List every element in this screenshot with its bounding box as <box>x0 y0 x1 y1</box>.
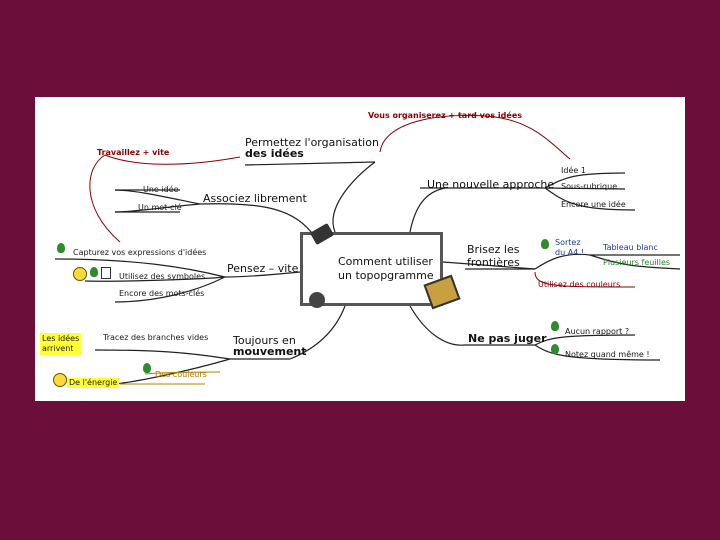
sortez-line-2: du A4 ! <box>555 248 585 257</box>
smiley-icon <box>73 267 87 281</box>
permettez-label[interactable]: Permettez l'organisation des idées <box>245 137 379 159</box>
lightbulb-icon <box>90 267 98 277</box>
brisez-line-1: Brisez les <box>467 243 520 256</box>
underline-permettez <box>244 161 376 166</box>
lightbulb-icon <box>551 344 559 354</box>
encore-idee-label: Encore une idée <box>561 200 626 209</box>
encore-mots-label: Encore des mots-clés <box>119 289 205 298</box>
branch-lines <box>54 114 681 385</box>
brisez-label[interactable]: Brisez les frontières <box>467 243 520 269</box>
branch-center-top <box>332 161 376 233</box>
pensez-label[interactable]: Pensez – vite <box>227 262 299 275</box>
branch-nouvelle <box>409 187 446 233</box>
toujours-line-1: Toujours en <box>233 334 296 347</box>
notez-label: Notez quand même ! <box>565 350 650 359</box>
gear-icon <box>309 292 325 308</box>
tracez-label: Tracez des branches vides <box>103 333 209 342</box>
branch-brisez <box>442 261 536 270</box>
central-topic[interactable]: Comment utiliser un topopgramme <box>300 232 443 306</box>
document-icon <box>101 267 111 279</box>
idee1-label: Idée 1 <box>561 166 586 175</box>
nouvelle-approche-label[interactable]: Une nouvelle approche <box>427 178 555 191</box>
toujours-line-2: mouvement <box>233 345 307 358</box>
travaillez-label: Travaillez + vite <box>97 148 170 157</box>
idees-line-2: arrivent <box>42 344 74 353</box>
lightbulb-icon <box>57 243 65 253</box>
branch-pensez <box>224 271 301 278</box>
tableau-label: Tableau blanc <box>603 243 658 252</box>
sortez-label: Sortez du A4 ! <box>555 238 584 258</box>
aucun-label: Aucun rapport ? <box>565 327 630 336</box>
arrow-organiserez <box>379 114 571 160</box>
utilisez-couleurs-label: Utilisez des couleurs <box>538 280 621 289</box>
utilisez-symboles-label: Utilisez des symboles <box>119 272 206 281</box>
arrow-travaillez <box>89 154 241 243</box>
mindmap-canvas: Comment utiliser un topopgramme Vous org… <box>35 97 685 401</box>
ne-pas-juger-label[interactable]: Ne pas juger <box>468 332 547 345</box>
branch-utilisez-couleurs <box>534 271 636 288</box>
branch-juger <box>409 305 466 346</box>
brisez-line-2: frontières <box>467 256 520 269</box>
branch-associez <box>199 203 316 238</box>
lightbulb-icon <box>551 321 559 331</box>
organiserez-label: Vous organiserez + tard vos idées <box>368 111 523 120</box>
central-topic-label: Comment utiliser un topopgramme <box>338 255 438 283</box>
toujours-label[interactable]: Toujours en mouvement <box>233 335 307 357</box>
permettez-line-2: des idées <box>245 147 304 160</box>
lightbulb-icon <box>541 239 549 249</box>
un-mot-cle-label: Un mot-clé <box>138 203 182 212</box>
capturez-label: Capturez vos expressions d'idées <box>73 248 207 257</box>
sortez-line-1: Sortez <box>555 238 581 247</box>
couleurs-label: Des couleurs <box>155 370 207 379</box>
permettez-line-1: Permettez l'organisation <box>245 136 379 149</box>
center-line-1: Comment utiliser <box>338 255 433 268</box>
lightbulb-icon <box>143 363 151 373</box>
associez-text: Associez librement <box>203 192 307 205</box>
branch-toujours <box>289 305 346 360</box>
center-line-2: un topopgramme <box>338 269 434 282</box>
smiley-icon <box>53 373 67 387</box>
idees-arrivent-box: Les idées arrivent <box>40 333 82 355</box>
associez-label[interactable]: Associez librement <box>203 193 307 204</box>
energie-label: De l'énergie <box>67 378 120 388</box>
plusieurs-label: Plusieurs feuilles <box>603 258 671 267</box>
idees-line-1: Les idées <box>42 334 80 343</box>
une-idee-label: Une idée <box>143 185 179 194</box>
sous-rubrique-label: Sous-rubrique <box>561 182 618 191</box>
